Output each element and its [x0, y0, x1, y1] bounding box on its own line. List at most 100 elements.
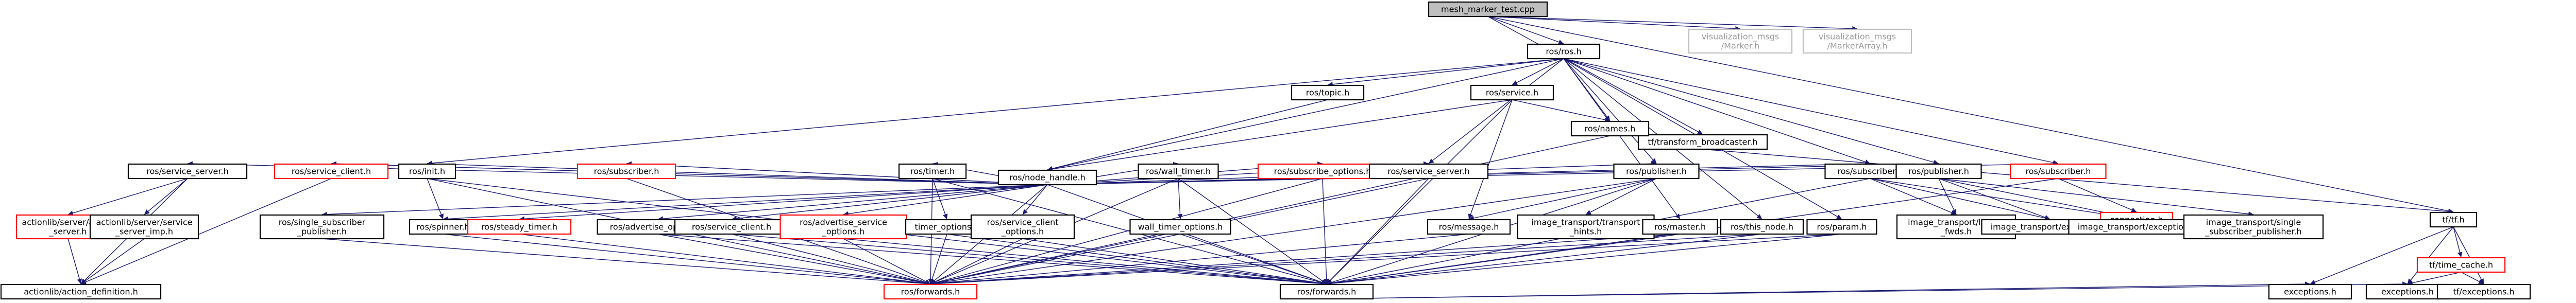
edge-ros-service-client-missing-to-action-definition — [80, 178, 332, 284]
node-ros-subscriber-missing[interactable]: ros/subscriber.h — [577, 163, 676, 180]
node-ros-timer[interactable]: ros/timer.h — [898, 163, 967, 180]
edge-ros-h-to-ros-service-server2 — [1428, 58, 1564, 164]
node-label: _publisher.h — [297, 227, 347, 237]
node-action-definition[interactable]: actionlib/action_definition.h — [0, 283, 162, 300]
node-image-transport-loader[interactable]: image_transport/loader_fwds.h — [1896, 214, 2016, 240]
node-box — [2010, 163, 2107, 180]
node-box — [898, 163, 967, 180]
edge-tf-broadcaster-to-tf-h — [1702, 149, 2454, 215]
edge-ros-node-handle-to-ros-publisher2 — [1047, 161, 1939, 185]
edge-ros-topic-to-ros-node-handle — [1047, 99, 1328, 171]
node-ros-service-server2[interactable]: ros/service_server.h — [1368, 163, 1489, 180]
edge-ros-node-handle-to-ros-spinner — [443, 184, 1048, 222]
edge-ros-h-to-ros-publisher2 — [1563, 58, 1939, 165]
edge-tf-h-to-tf-time-cache — [2453, 226, 2463, 258]
node-ros-init[interactable]: ros/init.h — [398, 163, 456, 180]
node-box — [1129, 219, 1231, 235]
edge-ros-service-client-to-ros-forwards — [731, 234, 1327, 287]
node-ros-wall-timer[interactable]: ros/wall_timer.h — [1138, 163, 1219, 180]
node-image-transport-fwds[interactable]: image_transport/transport_hints.h — [1517, 214, 1655, 240]
node-box — [577, 163, 676, 180]
node-single-sub-pub[interactable]: ros/single_subscriber_publisher.h — [259, 214, 385, 240]
node-ros-publisher2[interactable]: ros/publisher.h — [1895, 163, 1982, 180]
node-ros-master[interactable]: ros/master.h — [1642, 219, 1718, 235]
node-ros-h[interactable]: ros/ros.h — [1527, 43, 1601, 60]
node-ros-service[interactable]: ros/service.h — [1470, 84, 1554, 101]
node-box — [883, 283, 978, 300]
node-label: ros/service_server.h — [146, 167, 228, 177]
node-label: visualization_msgs — [1819, 32, 1896, 42]
edge-ros-forwards-to-exceptions-h2 — [1326, 281, 2408, 299]
node-label: _subscriber_publisher.h — [2205, 227, 2301, 237]
node-exceptions-h2[interactable]: exceptions.h — [2365, 283, 2450, 300]
node-tf-broadcaster[interactable]: tf/transform_broadcaster.h — [1637, 134, 1768, 150]
node-vis-markerarray: visualization_msgs/MarkerArray.h — [1802, 28, 1912, 54]
node-box — [1428, 1, 1548, 17]
edge-ros-steady-timer-to-ros-forwards-missing — [519, 234, 931, 286]
node-label: ros/this_node.h — [1731, 222, 1793, 233]
node-label: actionlib/server/service — [96, 218, 192, 227]
node-ros-param[interactable]: ros/param.h — [1806, 219, 1877, 235]
node-action-server-imp[interactable]: actionlib/server/service_server_imp.h — [89, 214, 199, 240]
node-label: ros/steady_timer.h — [481, 222, 557, 233]
edge-ros-subscribe-options-to-ros-forwards-missing — [930, 178, 1323, 286]
edge-ros-service-server-to-action-server-imp — [144, 178, 188, 215]
node-label: tf/transform_broadcaster.h — [1648, 137, 1757, 148]
edge-root-to-ros-h — [1487, 16, 1564, 45]
node-tf-exceptions[interactable]: tf/exceptions.h — [2436, 283, 2531, 300]
edge-tf-time-cache-to-tf-exceptions — [2461, 272, 2484, 284]
edge-ros-h-to-ros-master — [1563, 58, 1681, 220]
node-ros-topic[interactable]: ros/topic.h — [1291, 84, 1365, 101]
edge-ros-h-to-ros-node-handle — [1047, 58, 1564, 171]
node-ros-publisher[interactable]: ros/publisher.h — [1613, 163, 1700, 180]
node-label: _options.h — [1001, 227, 1044, 237]
node-tf-time-cache[interactable]: tf/time_cache.h — [2416, 257, 2506, 273]
node-box — [1896, 214, 2016, 240]
edge-ros-node-handle-to-ros-service-client-options — [1022, 184, 1048, 215]
node-box — [1642, 219, 1718, 235]
node-wall-timer-options[interactable]: wall_timer_options.h — [1129, 219, 1231, 235]
node-image-transport-single[interactable]: image_transport/single_subscriber_publis… — [2183, 214, 2324, 240]
edge-ros-publisher2-to-image-transport-single — [1938, 178, 2254, 217]
node-ros-advertise-service-options[interactable]: ros/advertise_service_options.h — [779, 214, 907, 240]
node-label: ros/param.h — [1817, 222, 1867, 232]
edge-ros-timer-to-timer-options — [932, 178, 948, 220]
node-box — [1138, 163, 1219, 180]
nodes-layer: mesh_marker_test.cppros/ros.hvisualizati… — [0, 1, 2531, 300]
node-box — [89, 214, 199, 240]
node-ros-service-client-missing[interactable]: ros/service_client.h — [274, 163, 389, 180]
node-ros-this-node[interactable]: ros/this_node.h — [1720, 219, 1804, 235]
node-ros-message[interactable]: ros/message.h — [1427, 219, 1511, 235]
node-box — [1470, 84, 1554, 101]
node-box — [1257, 163, 1388, 180]
node-ros-service-server[interactable]: ros/service_server.h — [127, 163, 248, 180]
node-tf-h[interactable]: tf/tf.h — [2429, 211, 2478, 228]
node-ros-names[interactable]: ros/names.h — [1570, 120, 1650, 137]
node-ros-forwards[interactable]: ros/forwards.h — [1279, 283, 1374, 300]
node-label: ros/service.h — [1486, 88, 1538, 98]
node-label: _hints.h — [1569, 227, 1602, 237]
edge-ros-master-to-ros-forwards-missing — [930, 234, 1681, 287]
node-label: ros/subscriber.h — [594, 167, 659, 176]
edge-ros-subscriber-to-image-transport-exception2 — [1870, 178, 2138, 221]
node-ros-steady-timer[interactable]: ros/steady_timer.h — [467, 219, 572, 235]
edge-ros-publisher-to-ros-message — [1468, 178, 1657, 221]
edge-wall-timer-options-to-ros-forwards — [1180, 234, 1327, 285]
node-exceptions-h[interactable]: exceptions.h — [2268, 283, 2352, 300]
node-label: ros/service_client — [987, 218, 1059, 228]
node-ros-node-handle[interactable]: ros/node_handle.h — [997, 169, 1097, 186]
node-box — [127, 163, 248, 180]
edge-ros-wall-timer-to-ros-forwards — [1178, 178, 1327, 284]
node-ros-forwards-missing[interactable]: ros/forwards.h — [883, 283, 978, 300]
node-ros-service-client-options[interactable]: ros/service_client_options.h — [970, 214, 1075, 240]
edge-tf-h-to-tf-exceptions — [2453, 226, 2484, 284]
node-image-transport-exception2[interactable]: image_transport/exception.h — [2068, 219, 2206, 235]
node-ros-service-client[interactable]: ros/service_client.h — [674, 219, 789, 235]
edge-tf-h-to-exceptions-h2 — [2407, 226, 2454, 284]
node-ros-subscribe-options[interactable]: ros/subscribe_options.h — [1257, 163, 1388, 180]
node-label: ros/publisher.h — [1908, 167, 1969, 176]
node-box — [2429, 211, 2478, 228]
node-ros-spinner[interactable]: ros/spinner.h — [409, 219, 478, 235]
node-ros-subscriber2[interactable]: ros/subscriber.h — [2010, 163, 2107, 180]
